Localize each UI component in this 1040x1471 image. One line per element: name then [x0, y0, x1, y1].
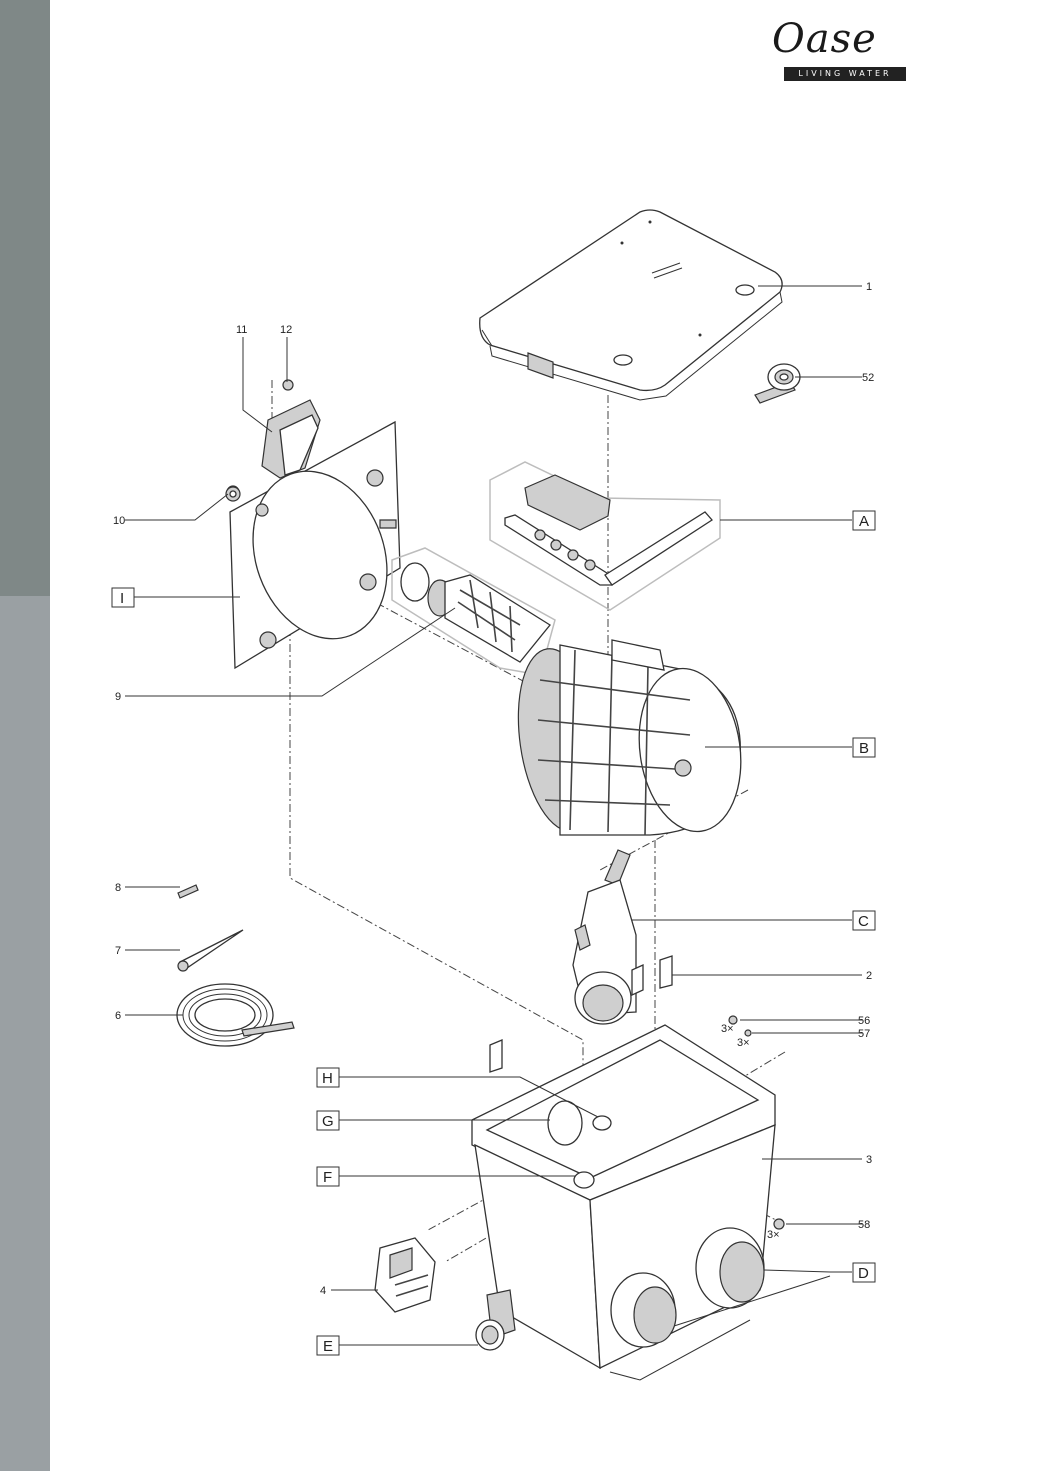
label-E: E — [323, 1338, 333, 1355]
side-bar-upper — [0, 0, 50, 596]
label-3: 3 — [866, 1154, 872, 1166]
label-57: 57 — [858, 1028, 870, 1040]
leader-lines — [125, 285, 862, 1346]
side-bar-lower — [0, 596, 50, 1471]
label-A: A — [859, 513, 869, 530]
cable-coil-part — [176, 983, 295, 1047]
label-G: G — [322, 1113, 334, 1130]
label-10: 10 — [113, 515, 125, 527]
label-52: 52 — [862, 372, 874, 384]
label-58: 58 — [858, 1219, 870, 1231]
qty-58: 3× — [767, 1229, 780, 1241]
label-I: I — [120, 590, 124, 607]
aeration-group — [489, 461, 721, 611]
label-12: 12 — [280, 324, 292, 336]
housing-part — [471, 1024, 776, 1381]
label-9: 9 — [115, 691, 121, 703]
label-4: 4 — [320, 1285, 326, 1297]
label-11: 11 — [236, 324, 247, 336]
ground-spike-part — [177, 929, 244, 972]
control-unit-part — [261, 379, 321, 479]
label-H: H — [322, 1070, 333, 1087]
label-B: B — [859, 740, 869, 757]
label-F: F — [323, 1169, 332, 1186]
clip-parts — [489, 955, 673, 1073]
label-1: 1 — [866, 281, 872, 293]
filter-drum-group — [517, 639, 742, 836]
side-bar — [0, 0, 50, 1471]
label-7: 7 — [115, 945, 121, 957]
lid-part — [479, 209, 783, 401]
mounting-plate-group — [226, 420, 401, 670]
nut-part — [225, 486, 241, 502]
group-letters: A B C D E F G H I — [111, 510, 876, 1356]
sealing-tape-part — [754, 363, 801, 404]
label-8: 8 — [115, 882, 121, 894]
fuse-part — [177, 884, 199, 899]
qty-56: 3× — [721, 1023, 734, 1035]
label-2: 2 — [866, 970, 872, 982]
label-D: D — [858, 1265, 869, 1282]
drain-valve-group — [475, 1289, 516, 1351]
control-box-part — [374, 1237, 436, 1313]
qty-57: 3× — [737, 1037, 750, 1049]
logo-tagline: LIVING WATER — [784, 67, 906, 81]
logo-wordmark: Oase — [772, 16, 877, 62]
small-fittings — [728, 1015, 785, 1230]
part-numbers: 1 52 2 56 57 3 58 10 9 8 7 6 4 11 12 3× … — [113, 281, 874, 1297]
label-56: 56 — [858, 1015, 870, 1027]
oase-logo: Oase LIVING WATER — [760, 14, 920, 86]
inlet-screen-part — [391, 547, 556, 676]
label-C: C — [858, 913, 869, 930]
uv-clarifier-group — [572, 849, 637, 1025]
label-6: 6 — [115, 1010, 121, 1022]
